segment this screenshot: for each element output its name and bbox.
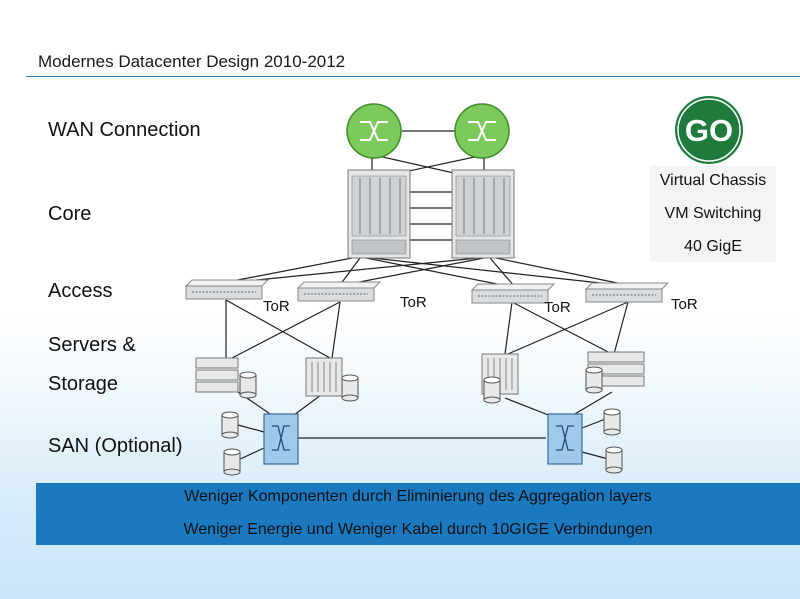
tor-switch-2-icon xyxy=(296,281,382,302)
layer-label-san: SAN (Optional) xyxy=(48,435,183,457)
feature-list: Virtual Chassis VM Switching 40 GigE xyxy=(650,166,776,262)
tor-label-2: ToR xyxy=(400,294,427,311)
feature-virtual-chassis: Virtual Chassis xyxy=(659,172,767,189)
connection-lines xyxy=(221,130,633,461)
layer-label-wan: WAN Connection xyxy=(48,119,201,141)
slide-title: Modernes Datacenter Design 2010-2012 xyxy=(38,52,346,71)
core-switch-2-icon xyxy=(451,169,515,259)
san-switch-1-icon xyxy=(263,413,299,465)
san-disk-1-icon xyxy=(221,411,239,439)
wan-router-1-icon xyxy=(346,103,402,159)
title-divider xyxy=(26,76,800,77)
disk-4-icon xyxy=(585,366,603,394)
disk-2-icon xyxy=(341,374,359,402)
san-disk-4-icon xyxy=(605,446,623,474)
disk-1-icon xyxy=(239,371,257,399)
core-switch-1-icon xyxy=(347,169,411,259)
feature-vm-switching: VM Switching xyxy=(664,205,762,222)
summary-banner: Weniger Komponenten durch Eliminierung d… xyxy=(36,483,800,545)
feature-40-gige: 40 GigE xyxy=(684,238,742,255)
layer-label-core: Core xyxy=(48,203,92,225)
layer-label-access: Access xyxy=(48,280,113,302)
tor-switch-3-icon xyxy=(470,283,556,304)
disk-3-icon xyxy=(483,376,501,404)
layer-label-storage: Storage xyxy=(48,373,119,395)
go-badge-text: GO xyxy=(685,113,733,148)
tor-switch-1-icon xyxy=(184,279,270,300)
tor-label-4: ToR xyxy=(671,296,698,313)
banner-line-1: Weniger Komponenten durch Eliminierung d… xyxy=(184,488,652,505)
tor-label-1: ToR xyxy=(263,298,290,315)
server-stack-1-icon xyxy=(195,357,239,393)
tor-switch-4-icon xyxy=(584,282,670,303)
san-switch-2-icon xyxy=(547,413,583,465)
tor-label-3: ToR xyxy=(544,299,571,316)
san-disk-2-icon xyxy=(223,448,241,476)
wan-router-2-icon xyxy=(454,103,510,159)
layer-label-servers: Servers & xyxy=(48,334,136,356)
blade-server-1-icon xyxy=(305,357,343,397)
banner-line-2: Weniger Energie und Weniger Kabel durch … xyxy=(183,521,653,538)
san-disk-3-icon xyxy=(603,408,621,436)
go-badge-icon: GO xyxy=(673,94,745,166)
